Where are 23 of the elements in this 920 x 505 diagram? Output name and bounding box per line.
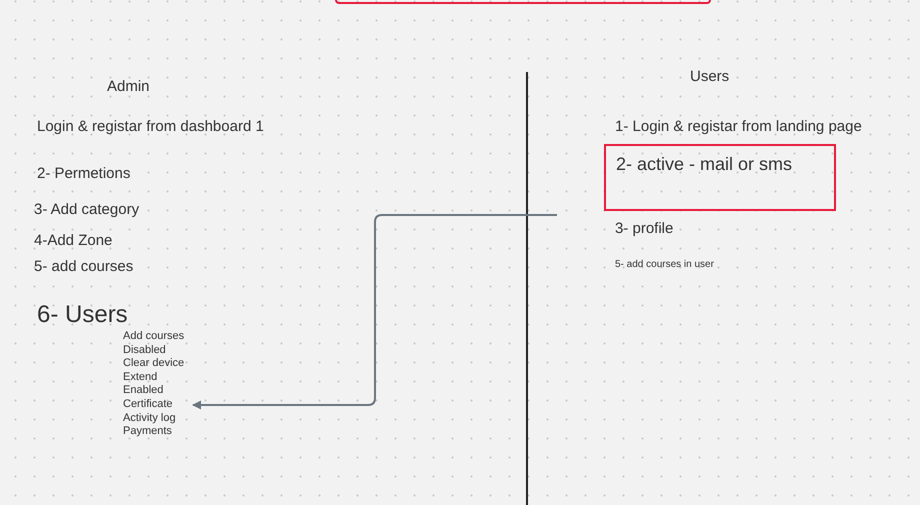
list-item-text: Add courses xyxy=(123,330,184,344)
feature-text: 1- Login & registar from landing page xyxy=(615,118,862,136)
list-item-text: Payments xyxy=(123,425,172,439)
outline-box xyxy=(335,0,711,4)
section-heading: 6- Users xyxy=(37,300,128,330)
feature-text: Login & registar from dashboard 1 xyxy=(37,118,264,136)
arrow xyxy=(192,214,557,410)
list-item-text: Certificate xyxy=(123,398,173,412)
feature-text: 3- profile xyxy=(615,220,674,238)
note-text: 5- add courses in user xyxy=(615,259,714,271)
feature-text: 2- active - mail or sms xyxy=(616,154,792,176)
list-item-text: Activity log xyxy=(123,412,176,426)
column-heading: Admin xyxy=(107,78,150,96)
feature-text: 4-Add Zone xyxy=(34,232,112,250)
feature-text: 3- Add category xyxy=(34,201,140,219)
list-item-text: Extend xyxy=(123,370,158,384)
column-heading: Users xyxy=(690,68,730,86)
feature-text: 2- Permetions xyxy=(37,165,130,183)
list-item-text: Clear device xyxy=(123,357,184,371)
highlight-box xyxy=(604,144,836,211)
list-item-text: Disabled xyxy=(123,344,166,358)
list-item-text: Enabled xyxy=(123,384,164,398)
feature-text: 5- add courses xyxy=(34,258,134,276)
